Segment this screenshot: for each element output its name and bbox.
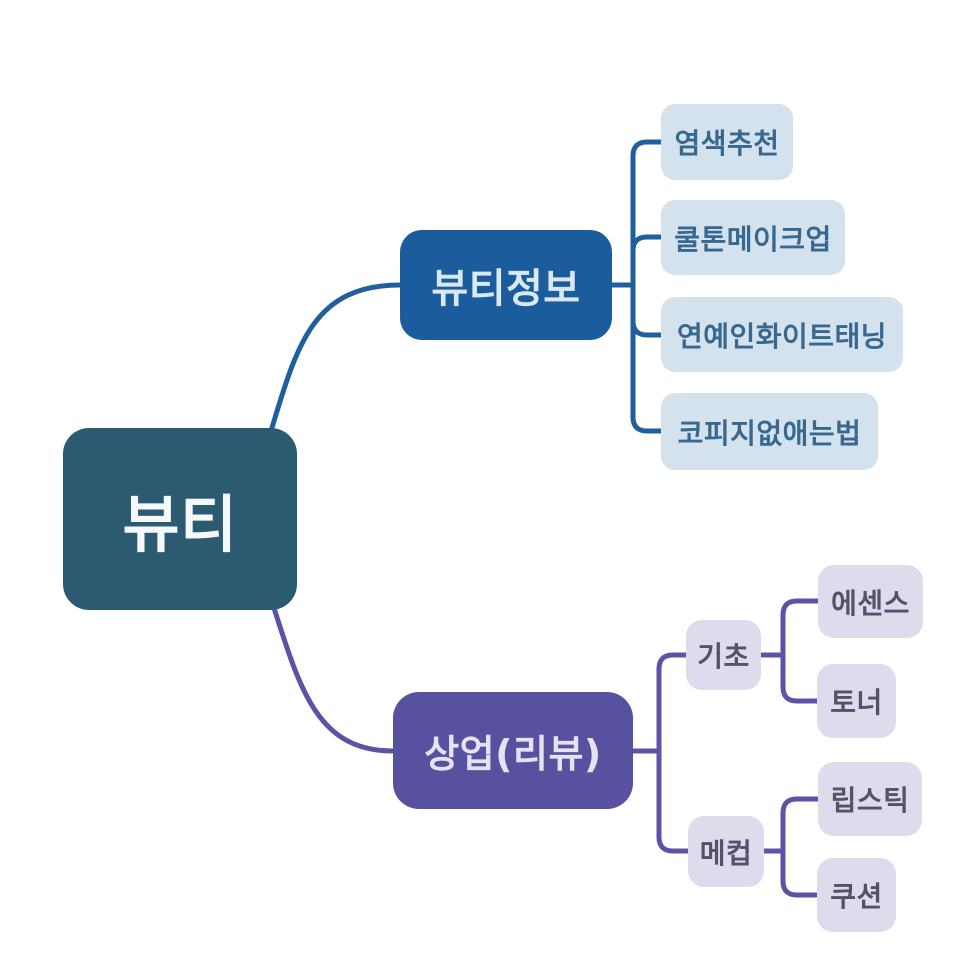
node-beauty-root[interactable]: 뷰티 bbox=[63, 428, 297, 610]
edge-to-basics bbox=[656, 652, 689, 754]
edge-root-to-beauty-info bbox=[268, 282, 403, 434]
node-cooltone-makeup[interactable]: 쿨톤메이크업 bbox=[661, 200, 845, 275]
node-beauty-info[interactable]: 뷰티정보 bbox=[400, 230, 612, 340]
node-toner[interactable]: 토너 bbox=[817, 664, 896, 738]
node-essence[interactable]: 에센스 bbox=[818, 565, 923, 638]
node-cushion[interactable]: 쿠션 bbox=[817, 858, 896, 932]
edge-to-toner bbox=[780, 652, 820, 704]
edge-to-cooltone-makeup bbox=[630, 234, 664, 288]
node-basics[interactable]: 기초 bbox=[686, 620, 761, 690]
edge-to-dye-recommendation bbox=[630, 139, 664, 288]
node-lipstick[interactable]: 립스틱 bbox=[818, 762, 922, 836]
edge-to-lipstick bbox=[780, 796, 821, 854]
edge-root-to-commercial-review bbox=[271, 605, 396, 754]
edge-to-essence bbox=[780, 598, 821, 658]
node-dye-recommendation[interactable]: 염색추천 bbox=[661, 104, 793, 180]
edge-to-cushion bbox=[780, 848, 820, 898]
node-nose-sebum-removal[interactable]: 코피지없애는법 bbox=[661, 393, 878, 470]
edge-to-celebrity-white-tanning bbox=[630, 282, 664, 338]
node-celebrity-white-tanning[interactable]: 연예인화이트태닝 bbox=[661, 297, 903, 372]
edge-to-nose-sebum-removal bbox=[630, 282, 664, 434]
node-commercial-review[interactable]: 상업(리뷰) bbox=[393, 692, 633, 809]
edge-to-makeup bbox=[656, 748, 691, 854]
node-makeup[interactable]: 메컵 bbox=[688, 816, 764, 887]
